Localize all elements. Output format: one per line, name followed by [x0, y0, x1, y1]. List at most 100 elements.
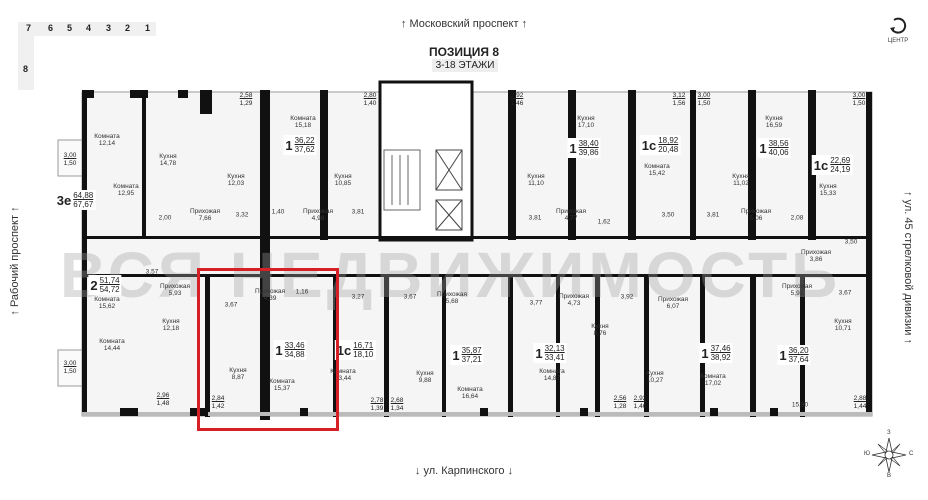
apartment-rooms: 1 — [285, 137, 293, 153]
room-label: 1,62 — [598, 219, 611, 226]
section-1[interactable]: 1 — [145, 23, 151, 33]
room-name: Кухня — [591, 323, 609, 330]
room-area: 4,73 — [567, 300, 581, 307]
balcony-reduced-area: 1,46 — [510, 100, 524, 107]
total-area: 39,86 — [578, 148, 599, 157]
room-area: 10,71 — [834, 325, 852, 332]
apartment-rooms: 1 — [569, 140, 577, 156]
balcony-reduced-area: 1,29 — [239, 100, 253, 107]
room-name: Комната — [700, 373, 726, 380]
section-selector: 7 6 5 4 3 2 1 — [18, 22, 156, 36]
living-area: 18,92 — [658, 136, 679, 145]
room-area: 3,81 — [706, 211, 720, 219]
room-area: 12,03 — [227, 180, 245, 187]
section-2[interactable]: 2 — [125, 23, 131, 33]
room-area: 11,10 — [528, 180, 544, 187]
living-area: 16,71 — [353, 341, 374, 350]
center-label: ЦЕНТР — [887, 38, 909, 44]
room-area: 15,42 — [648, 170, 666, 177]
living-area: 38,40 — [578, 139, 599, 148]
section-6[interactable]: 6 — [48, 23, 54, 33]
room-area: 1,40 — [271, 208, 285, 216]
section-5[interactable]: 5 — [67, 23, 73, 33]
room-area: 3,32 — [235, 211, 249, 219]
room-name: Кухня — [646, 370, 664, 377]
room-area: 10,27 — [646, 377, 664, 384]
section-3[interactable]: 3 — [106, 23, 112, 33]
section-4[interactable]: 4 — [86, 23, 92, 33]
balcony-area: 2,88 — [853, 395, 867, 402]
room-area: 14,87 — [543, 375, 561, 382]
apartment-rooms: 1 — [452, 347, 460, 363]
room-name: Комната — [94, 296, 120, 303]
room-label: 3,50 — [662, 212, 675, 219]
room-name: Кухня — [577, 115, 595, 122]
floors-badge: 3-18 ЭТАЖИ — [432, 59, 498, 72]
center-button[interactable]: ЦЕНТР — [880, 16, 916, 44]
room-area: 14,78 — [159, 160, 177, 167]
apartment-rooms: 1 — [535, 345, 543, 361]
room-area: 17,02 — [704, 380, 722, 387]
room-name: Кухня — [834, 318, 852, 325]
room-area: 12,14 — [98, 140, 116, 147]
selected-apartment-highlight[interactable] — [197, 268, 339, 431]
room-area: 3,77 — [529, 299, 543, 307]
room-area: 3,86 — [809, 256, 823, 263]
room-name: Комната — [99, 338, 125, 345]
balcony-reduced-area: 1,56 — [672, 100, 686, 107]
room-name: Прихожая — [555, 208, 587, 215]
room-area: 4,77 — [564, 215, 578, 222]
section-7[interactable]: 7 — [26, 23, 32, 33]
room-name: Комната — [330, 368, 356, 375]
balcony-area: 3,00 — [63, 152, 77, 159]
section-8[interactable]: 8 — [23, 64, 29, 74]
room-area: 6,07 — [666, 303, 680, 310]
balcony-reduced-area: 1,48 — [156, 400, 170, 407]
living-area: 37,46 — [710, 344, 731, 353]
room-area: 3,67 — [224, 301, 238, 309]
balcony-area: 2,92 — [633, 395, 647, 402]
room-label: 2,00 — [159, 215, 172, 222]
room-area: 10,85 — [334, 180, 352, 187]
room-name: Кухня — [229, 367, 247, 374]
room-label: 3,67 — [839, 290, 852, 297]
stairs — [383, 149, 421, 211]
room-name: Кухня — [527, 173, 545, 180]
room-area: 2,00 — [158, 214, 172, 222]
room-label: 3,81 — [352, 209, 365, 216]
balcony-area: 2,56 — [613, 395, 627, 402]
room-label: 3,57 — [146, 269, 159, 276]
